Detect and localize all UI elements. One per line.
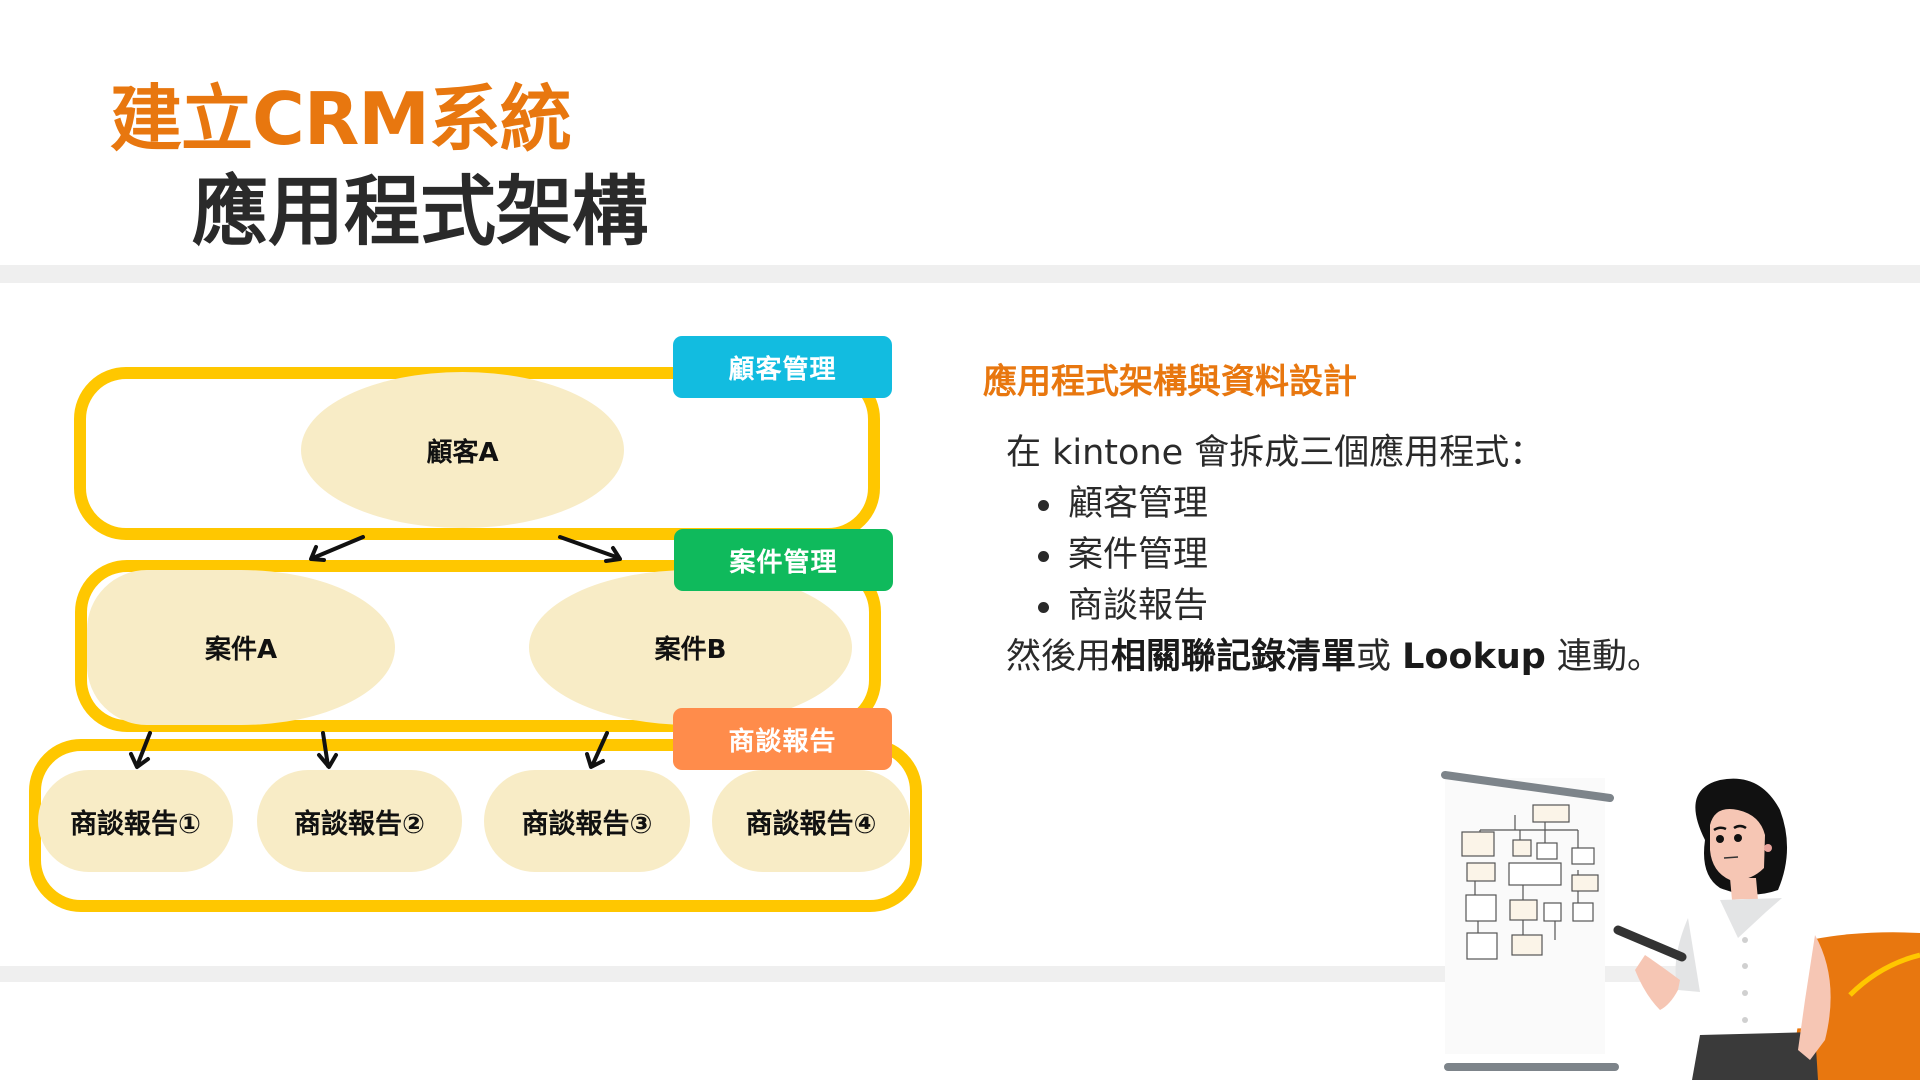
group-label-case: 案件管理 xyxy=(674,529,893,591)
outro-mid: 或 xyxy=(1356,637,1403,677)
outro-bold-lookup: Lookup xyxy=(1402,637,1546,677)
presenter-illustration xyxy=(1441,771,1920,1080)
arrow-icon xyxy=(558,535,621,560)
node-label: 案件A xyxy=(204,635,278,665)
node-label: 商談報告② xyxy=(294,808,425,840)
flowchart-icon xyxy=(1461,804,1599,960)
section-title: 應用程式架構與資料設計 xyxy=(983,362,1357,402)
app-list-item: 商談報告 xyxy=(1038,581,1662,632)
intro-line: 在 kintone 會拆成三個應用程式： xyxy=(1006,433,1545,473)
group-label-report: 商談報告 xyxy=(673,708,892,770)
description-text: 在 kintone 會拆成三個應用程式： 顧客管理 案件管理 商談報告 然後用相… xyxy=(1006,428,1662,683)
divider-top xyxy=(0,265,1920,283)
page-title-line1: 建立CRM系統 xyxy=(110,77,572,161)
node-label: 商談報告④ xyxy=(745,808,877,840)
node-report-4: 商談報告④ xyxy=(712,770,910,872)
group-label-text: 顧客管理 xyxy=(728,354,837,385)
outro-line: 然後用相關聯記錄清單或 Lookup 連動。 xyxy=(1006,632,1662,683)
group-label-text: 案件管理 xyxy=(729,547,838,578)
group-label-text: 商談報告 xyxy=(728,726,837,757)
node-report-2: 商談報告② xyxy=(257,770,462,872)
node-label: 顧客A xyxy=(426,437,499,468)
page-title-line2: 應用程式架構 xyxy=(192,167,648,256)
divider-bottom xyxy=(0,966,1920,982)
outro-bold-related-records: 相關聯記錄清單 xyxy=(1111,637,1357,677)
node-report-3: 商談報告③ xyxy=(484,770,690,872)
node-label: 商談報告③ xyxy=(521,808,653,840)
outro-suffix: 連動。 xyxy=(1545,637,1662,677)
presenter-person xyxy=(1613,778,1831,1080)
node-case-a: 案件A xyxy=(87,570,395,725)
arrow-icon xyxy=(311,535,365,560)
node-label: 案件B xyxy=(654,635,727,665)
outro-prefix: 然後用 xyxy=(1006,637,1112,677)
group-label-customer: 顧客管理 xyxy=(673,336,892,398)
chart-roller-top xyxy=(1441,771,1614,802)
node-customer-a: 顧客A xyxy=(301,372,624,528)
app-list-item: 案件管理 xyxy=(1038,530,1662,581)
marker-pen-icon xyxy=(1613,925,1687,962)
node-label: 商談報告① xyxy=(70,808,201,840)
app-list: 顧客管理 案件管理 商談報告 xyxy=(1006,479,1662,632)
node-case-b: 案件B xyxy=(529,570,852,725)
app-list-item: 顧客管理 xyxy=(1038,479,1662,530)
node-report-1: 商談報告① xyxy=(38,770,233,872)
